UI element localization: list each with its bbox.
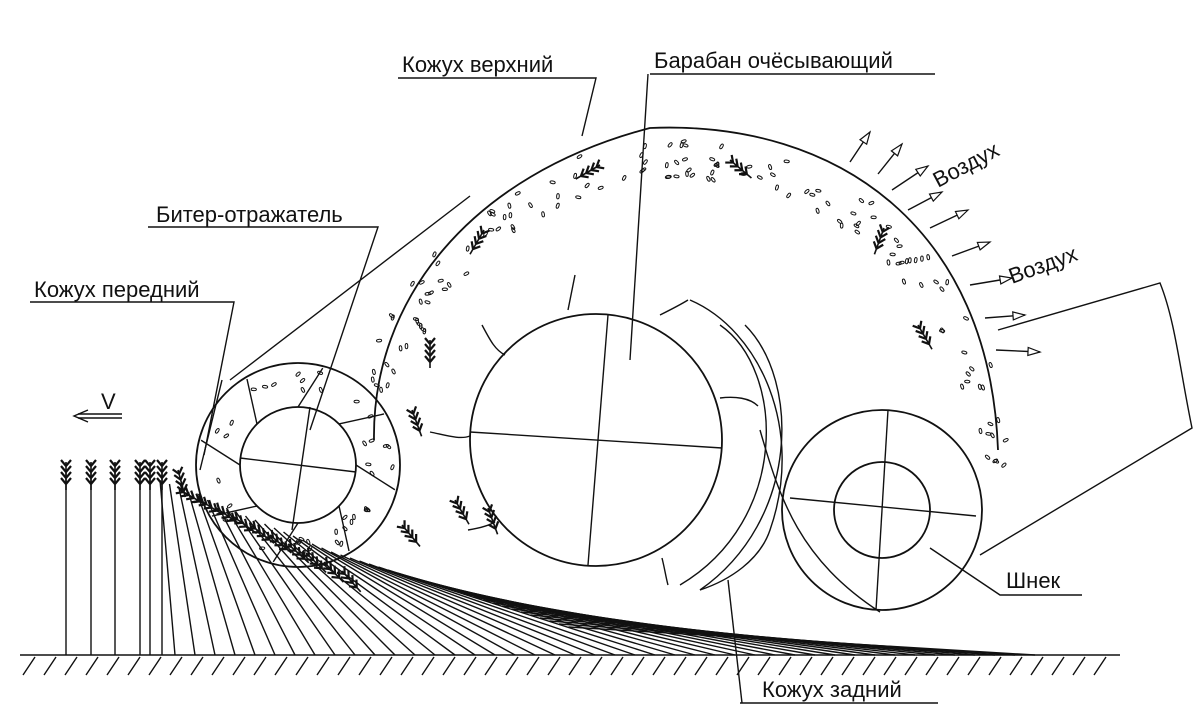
wheat-head xyxy=(406,406,424,437)
ground-hatching xyxy=(22,656,1107,676)
grain-heads xyxy=(60,154,933,593)
wheat-head xyxy=(109,459,121,490)
wheat-head xyxy=(872,224,890,255)
label-beater-reflector: Битер-отражатель xyxy=(156,202,343,227)
rear-housing xyxy=(979,282,1193,556)
wheat-head xyxy=(575,159,605,180)
velocity-arrow xyxy=(72,409,122,423)
leader-lines xyxy=(30,73,1082,704)
wheat-head xyxy=(156,459,168,490)
wheat-head xyxy=(396,520,421,547)
wheat-head xyxy=(134,459,146,490)
rear-casing xyxy=(759,429,881,613)
label-rear-casing: Кожух задний xyxy=(762,677,902,702)
wheat-head xyxy=(283,538,310,564)
label-air-2: Воздух xyxy=(1005,241,1080,289)
auger xyxy=(781,409,983,611)
label-auger: Шнек xyxy=(1006,568,1061,593)
wheat-head xyxy=(912,320,933,350)
front-casing-line xyxy=(229,195,471,381)
wheat-head xyxy=(336,566,362,593)
wheat-head xyxy=(144,459,156,490)
crop-stems xyxy=(65,470,1036,656)
combing-drum xyxy=(429,274,783,591)
wheat-head xyxy=(725,154,752,179)
label-velocity: V xyxy=(101,389,116,414)
beater-reflector xyxy=(195,362,401,568)
front-casing-edge xyxy=(199,379,223,471)
label-combing-drum: Барабан очёсывающий xyxy=(654,48,893,73)
upper-casing xyxy=(373,126,999,451)
wheat-head xyxy=(449,495,470,525)
air-flow-arrows xyxy=(849,130,1042,357)
wheat-head xyxy=(469,225,490,255)
wheat-head xyxy=(60,459,72,490)
wheat-head xyxy=(85,459,97,490)
label-upper-casing: Кожух верхний xyxy=(402,52,553,77)
grain-particles xyxy=(214,139,1009,556)
label-front-casing: Кожух передний xyxy=(34,277,200,302)
label-air-1: Воздух xyxy=(929,137,1004,192)
wheat-head xyxy=(424,337,436,368)
